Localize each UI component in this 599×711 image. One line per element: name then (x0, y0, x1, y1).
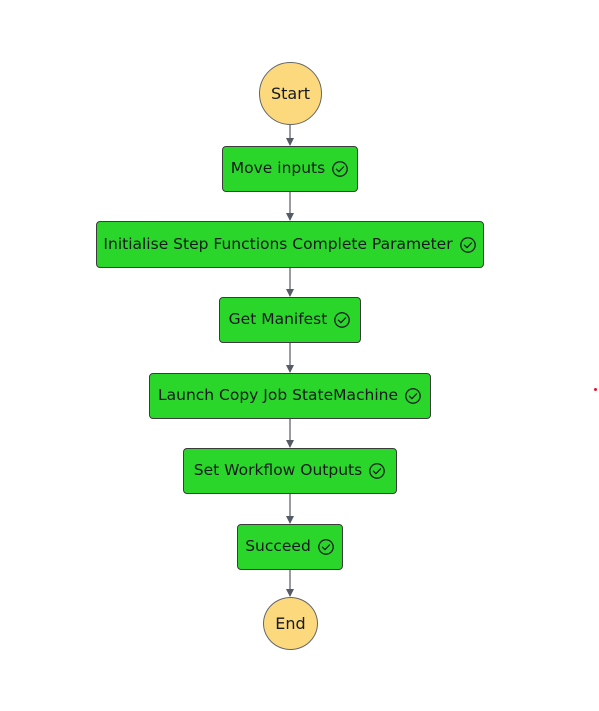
check-circle-icon (332, 161, 349, 177)
state-label: Initialise Step Functions Complete Param… (103, 234, 453, 253)
state-label: Succeed (245, 537, 311, 556)
end-node-label: End (275, 614, 306, 633)
check-circle-icon (334, 312, 351, 328)
state-label: Launch Copy Job StateMachine (157, 386, 399, 405)
state-set-workflow-outputs[interactable]: Set Workflow Outputs (183, 448, 397, 494)
check-circle-icon (405, 388, 421, 404)
state-label: Move inputs (230, 159, 326, 178)
start-node-label: Start (270, 84, 311, 103)
red-dot-marker (594, 388, 597, 391)
check-circle-icon (317, 539, 334, 555)
state-launch-copy-job[interactable]: Launch Copy Job StateMachine (149, 373, 431, 419)
state-initialise-parameter[interactable]: Initialise Step Functions Complete Param… (96, 221, 484, 268)
state-label: Get Manifest (228, 310, 328, 329)
state-succeed[interactable]: Succeed (237, 524, 343, 570)
end-node[interactable]: End (263, 597, 318, 650)
start-node[interactable]: Start (259, 62, 322, 125)
state-label: Set Workflow Outputs (193, 461, 363, 480)
state-get-manifest[interactable]: Get Manifest (219, 297, 361, 343)
check-circle-icon (459, 236, 476, 253)
check-circle-icon (369, 463, 386, 479)
state-move-inputs[interactable]: Move inputs (222, 146, 358, 192)
